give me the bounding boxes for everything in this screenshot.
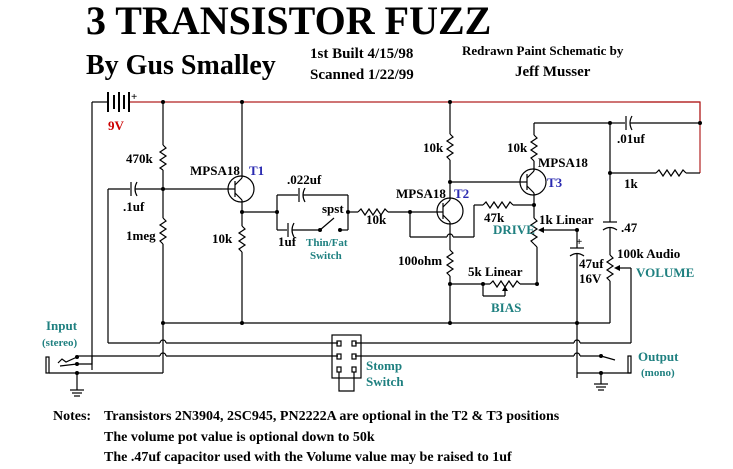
resistor-10k-t3 (529, 134, 539, 162)
label-cin: .1uf (123, 199, 145, 214)
label-output-type: (mono) (641, 367, 675, 379)
label-thinfat: Thin/Fat (306, 237, 348, 249)
author: By Gus Smalley (86, 50, 276, 81)
label-t1: T1 (249, 163, 264, 178)
note-line-3: The .47uf capacitor used with the Volume… (104, 450, 512, 465)
resistor-470k (158, 144, 168, 171)
built-date: 1st Built 4/15/98 (310, 46, 413, 62)
supply-rail (130, 101, 701, 123)
label-47k: 47k (484, 210, 505, 225)
resistor-47k (482, 200, 514, 210)
ground-icon-input (70, 389, 84, 397)
resistor-10k-t2 (445, 133, 455, 161)
label-drive-pot: 1k Linear (539, 212, 594, 227)
ground-icon-output (594, 383, 608, 391)
resistor-100ohm (445, 249, 455, 277)
label-10k-t2: 10k (423, 140, 444, 155)
label-volume: VOLUME (636, 265, 694, 280)
label-t2: T2 (454, 186, 469, 201)
label-t3: T3 (547, 175, 563, 190)
notes-label: Notes: (53, 409, 91, 424)
battery-icon (91, 92, 130, 370)
label-t1-part: MPSA18 (190, 163, 240, 178)
label-input-type: (stereo) (42, 337, 78, 349)
label-drive: DRIVE (493, 222, 535, 237)
label-stomp-switch: Switch (366, 374, 404, 389)
label-output: Output (638, 349, 679, 364)
label-spst: spst (322, 201, 344, 216)
label-470k: 470k (126, 151, 154, 166)
volume-pot[interactable] (605, 254, 615, 282)
label-vol-pot: 100k Audio (617, 246, 680, 261)
battery-plus: + (131, 91, 137, 103)
label-thinfat-switch: Switch (310, 250, 342, 262)
label-bias-pot: 5k Linear (468, 264, 523, 279)
note-line-2: The volume pot value is optional down to… (104, 430, 375, 445)
label-047: .47 (621, 220, 638, 235)
input-jack[interactable] (45, 323, 164, 390)
label-t3-part: MPSA18 (538, 155, 588, 170)
note-line-1: Transistors 2N3904, 2SC945, PN2222A are … (104, 409, 560, 424)
label-10k-series: 10k (366, 212, 387, 227)
label-16v: 16V (579, 271, 602, 286)
resistor-10k-series (357, 207, 389, 217)
stomp-switch[interactable] (331, 334, 362, 392)
label-10k-t3: 10k (507, 140, 528, 155)
label-1uf: 1uf (278, 234, 297, 249)
redrawn-note: Redrawn Paint Schematic by (462, 43, 624, 58)
scanned-date: Scanned 1/22/99 (310, 67, 414, 83)
label-01uf: .01uf (617, 131, 645, 146)
resistor-1meg (158, 217, 168, 245)
label-1k: 1k (624, 176, 639, 191)
label-t2-part: MPSA18 (396, 186, 446, 201)
label-100ohm: 100ohm (398, 253, 442, 268)
label-47uf: 47uf (579, 256, 604, 271)
drive-pot[interactable] (529, 217, 539, 245)
output-jack[interactable] (577, 355, 632, 384)
label-input: Input (46, 318, 78, 333)
label-10k-t1: 10k (212, 231, 233, 246)
label-022uf: .022uf (287, 172, 322, 187)
battery-label: 9V (108, 118, 125, 133)
resistor-1k (655, 168, 687, 178)
resistor-10k-t1 (237, 225, 247, 253)
title: 3 TRANSISTOR FUZZ (86, 0, 491, 43)
label-bias: BIAS (491, 300, 521, 315)
redrawn-by: Jeff Musser (515, 64, 591, 80)
label-stomp: Stomp (366, 358, 402, 373)
transistor-t2 (436, 197, 464, 225)
label-47uf-plus: + (576, 236, 582, 248)
spst-switch (319, 217, 335, 231)
label-1meg: 1meg (126, 228, 156, 243)
